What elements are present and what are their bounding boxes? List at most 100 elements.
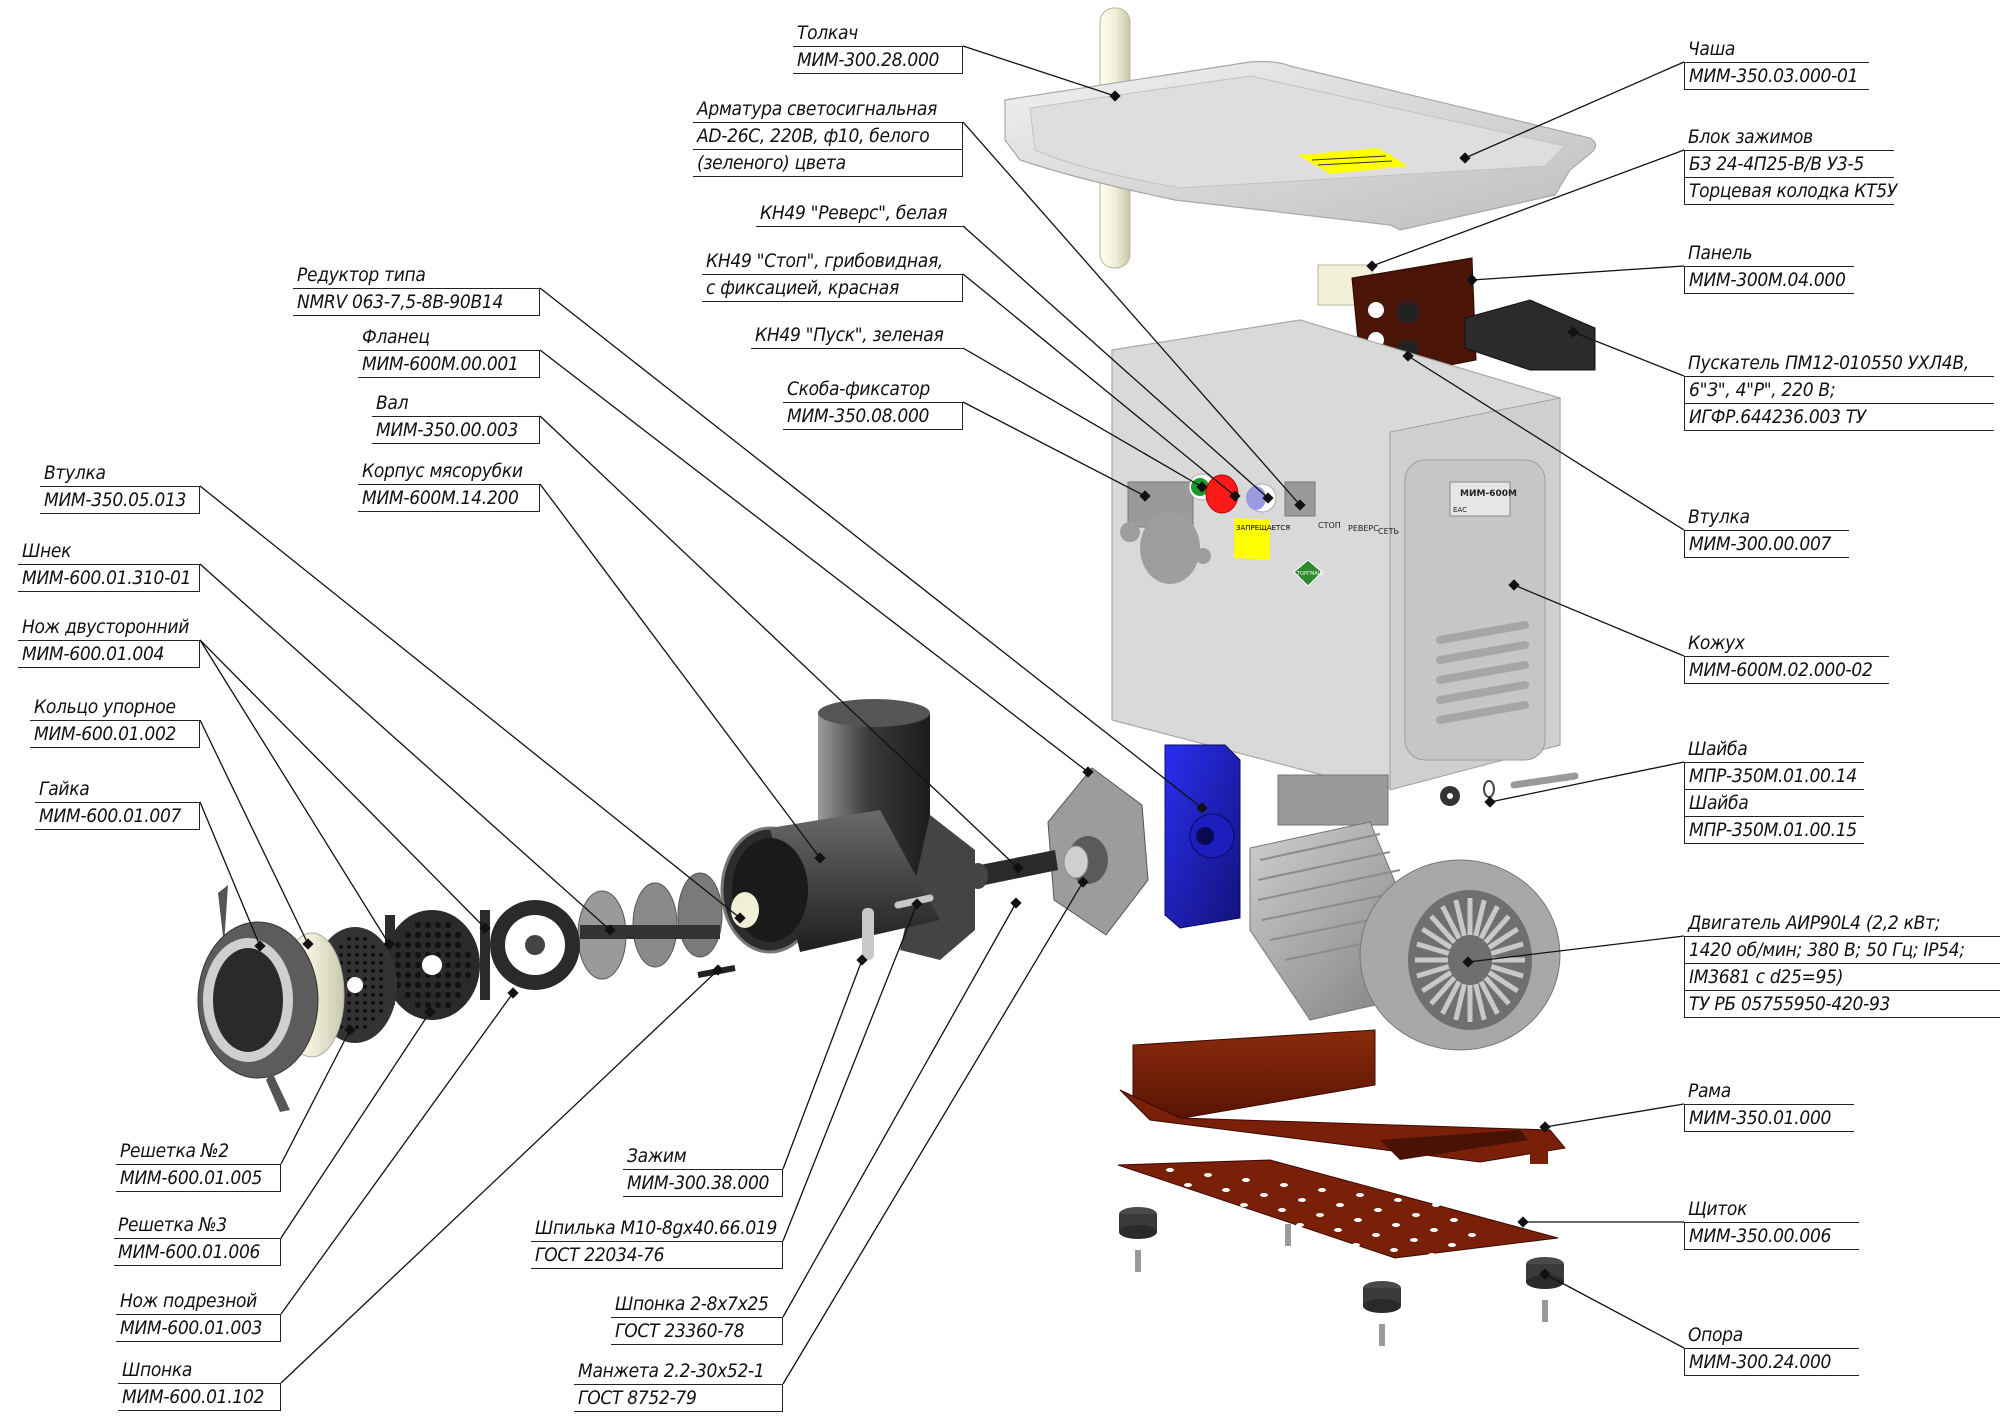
leader-line-nozh-dvust (199, 639, 486, 929)
callout-spec-line: МИМ-600.01.310-01 (18, 565, 200, 592)
callout-spec-line: (зеленого) цвета (693, 150, 963, 177)
callout-spec-line: МИМ-300.28.000 (793, 47, 963, 74)
starter-part (1464, 299, 1596, 371)
leader-anchor-nozh-dvust (479, 922, 491, 934)
leader-line-reshetka2 (280, 1029, 351, 1165)
callout-title: Шпонка (118, 1357, 281, 1384)
callout-title: КН49 "Стоп", грибовидная, (702, 248, 963, 275)
leader-line-flanec (539, 349, 1089, 773)
callout-spec-line: с фиксацией, красная (702, 275, 963, 302)
callout-spec-line: МИМ-600.01.102 (118, 1384, 281, 1411)
callout-spec-line: МИМ-300.38.000 (623, 1170, 783, 1197)
svg-text:ЗАПРЕЩАЕТСЯ: ЗАПРЕЩАЕТСЯ (1236, 524, 1290, 532)
callout-title: Кольцо упорное (30, 694, 200, 721)
callout-spec-line: ИГФР.644236.003 ТУ (1684, 404, 1994, 431)
callout-title: Нож двусторонний (18, 614, 200, 641)
callout-spec-line: МИМ-350.00.003 (372, 417, 540, 444)
callout-spec-line: МИМ-600М.02.000-02 (1684, 657, 1889, 684)
leader-anchor-kozhuh (1508, 579, 1520, 591)
callout-spec-line: Шайба (1684, 790, 1864, 817)
shield-plate-part (1117, 1159, 1559, 1267)
nut-part (197, 885, 319, 1112)
callout-title: КН49 "Пуск", зеленая (751, 322, 963, 349)
leader-anchor-armatura (1294, 499, 1306, 511)
leader-anchor-korpus (814, 852, 826, 864)
leader-anchor-kolco (302, 938, 314, 950)
leader-line-armatura (962, 121, 1301, 506)
leader-line-nozh-podrez (280, 992, 514, 1315)
callout-spec-line: NMRV 063-7,5-8B-90B14 (293, 289, 540, 316)
leader-line-kn49-stop (962, 273, 1236, 497)
leader-anchor-shaiba (1484, 796, 1496, 808)
motor-part (1249, 774, 1561, 1051)
leader-anchor-shponka-mid (1010, 897, 1022, 909)
leader-anchor-blok (1366, 260, 1378, 272)
callout-title: Двигатель АИР90L4 (2,2 кВт; (1684, 910, 2000, 937)
leader-anchor-tolkach (1109, 90, 1121, 102)
callout-spec-line: ГОСТ 23360-78 (611, 1318, 783, 1345)
leader-line-vtulka-left (199, 485, 741, 919)
leader-line-shponka-mid (782, 902, 1017, 1318)
leader-anchor-manzheta (1077, 876, 1089, 888)
callout-spec-line: МИМ-600.01.002 (30, 721, 200, 748)
callout-spec-line: МИМ-600.01.007 (35, 803, 200, 830)
callout-title: Арматура светосигнальная (693, 96, 963, 123)
leader-line-val (539, 415, 1019, 869)
leader-anchor-panel (1466, 274, 1478, 286)
leader-line-skoba (962, 401, 1146, 497)
leader-anchor-kn49-stop (1229, 490, 1241, 502)
leader-line-reduktor (539, 287, 1203, 809)
callout-spec-line: МИМ-300М.04.000 (1684, 267, 1854, 294)
switch-label: СЕТЬ (1378, 527, 1399, 536)
grinder-body-part (720, 699, 975, 960)
leader-anchor-vtulka-right (1402, 350, 1414, 362)
switch-label: СТОП (1318, 521, 1341, 530)
leader-line-gaika (199, 801, 261, 947)
callout-title: КН49 "Реверс", белая (756, 200, 963, 227)
callout-spec-line: МИМ-600М.00.001 (358, 351, 540, 378)
callout-title: Щиток (1684, 1196, 1859, 1223)
callout-spec-line: МИМ-600М.14.200 (358, 485, 540, 512)
leader-anchor-shpilka (911, 898, 923, 910)
callout-spec-line: МИМ-300.00.007 (1684, 531, 1849, 558)
leader-anchor-reshetka2 (344, 1024, 356, 1036)
leader-line-manzheta (782, 881, 1084, 1385)
nameplate-text: МИМ-600М (1460, 489, 1517, 499)
frame-part (1119, 1029, 1566, 1164)
leader-anchor-reduktor (1196, 802, 1208, 814)
callout-spec-line: МИМ-600.01.005 (116, 1165, 281, 1192)
leader-line-vtulka-right (1407, 355, 1685, 531)
callout-title: Корпус мясорубки (358, 458, 540, 485)
callout-kn49-revers: КН49 "Реверс", белая (756, 200, 963, 227)
callout-kn49-stop: КН49 "Стоп", грибовидная,с фиксацией, кр… (702, 248, 963, 302)
callout-title: Толкач (793, 20, 963, 47)
callout-dvigatel: Двигатель АИР90L4 (2,2 кВт;1420 об/мин; … (1684, 910, 2000, 1018)
auger-part (577, 872, 723, 980)
callout-title: Втулка (1684, 504, 1849, 531)
callout-title: Шпонка 2-8х7х25 (611, 1291, 783, 1318)
leader-anchor-kn49-revers (1262, 492, 1274, 504)
callout-title: Гайка (35, 776, 200, 803)
leader-anchor-vtulka-left (734, 912, 746, 924)
callout-title: Вал (372, 390, 540, 417)
leader-anchor-zazhim (856, 954, 868, 966)
leader-anchor-val (1012, 862, 1024, 874)
callout-title: Шпилька М10-8gx40.66.019 (531, 1215, 783, 1242)
callout-spec-line: МПР-350М.01.00.14 (1684, 763, 1864, 790)
leader-anchor-nozh-podrez (507, 987, 519, 999)
leader-line-opora (1544, 1273, 1685, 1349)
leader-line-zazhim (782, 959, 863, 1170)
leader-line-reshetka3 (280, 1011, 431, 1239)
manufacturer-badge: ТОРГМАШ (1296, 571, 1323, 577)
callout-spec-line: МИМ-600.01.004 (18, 641, 200, 668)
